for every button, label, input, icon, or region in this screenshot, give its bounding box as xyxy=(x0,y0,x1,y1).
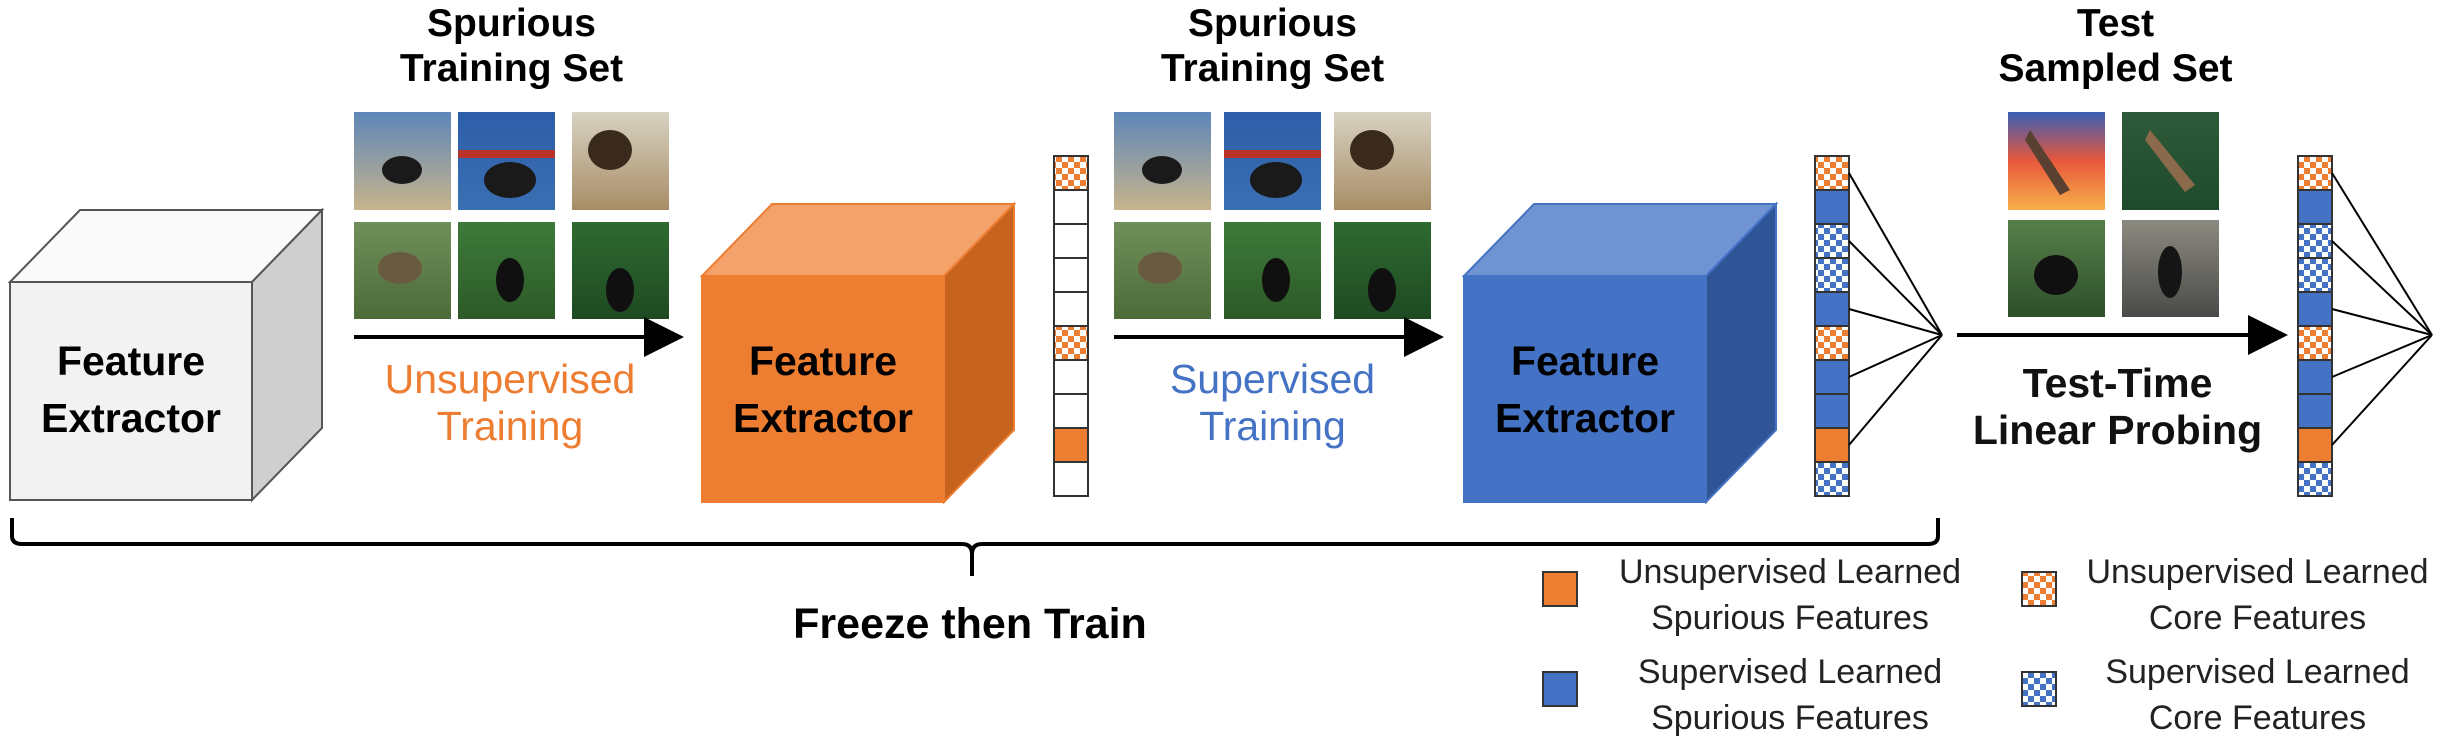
legend-swatches xyxy=(1542,571,2057,707)
feature-extractor-cube-unsupervised xyxy=(699,201,1017,505)
freeze-brace xyxy=(10,518,1940,576)
vector-unsupervised-cell xyxy=(1053,257,1089,293)
feature-vector-supervised xyxy=(1814,155,1850,497)
vector-unsupervised-cell xyxy=(1053,393,1089,429)
legend-swatch-orange-solid xyxy=(1542,571,1578,607)
legend-1-line1: Unsupervised Learned xyxy=(1618,553,1962,591)
brace-label: Freeze then Train xyxy=(793,600,1147,648)
set-title-3: Test Sampled Set xyxy=(1988,2,2243,92)
legend-1-line2: Spurious Features xyxy=(1651,598,1929,637)
legend-4-line2: Core Features xyxy=(2148,698,2367,737)
vector-test-cell xyxy=(2297,223,2333,259)
probe1-line xyxy=(1848,334,1943,378)
feature-vector-unsupervised xyxy=(1053,155,1089,497)
vector-unsupervised-cell xyxy=(1053,427,1089,463)
arrow-label-supervised: Supervised Training xyxy=(1100,356,1445,450)
arrow-label-test-time-line2: Linear Probing xyxy=(1972,407,2263,454)
vector-test-cell xyxy=(2297,257,2333,293)
vector-unsupervised-cell xyxy=(1053,189,1089,225)
set-title-1-line1: Spurious xyxy=(426,2,596,45)
probe2-line xyxy=(2331,308,2433,336)
vector-test-cell xyxy=(2297,189,2333,225)
linear-probe-lines-2 xyxy=(2331,172,2433,446)
legend-swatch-orange-checker xyxy=(2021,571,2057,607)
vector-unsupervised-cell xyxy=(1053,461,1089,497)
linear-probe-lines-1 xyxy=(1848,172,1943,446)
legend-text-2: Unsupervised Learned Core Features xyxy=(2065,550,2450,642)
feature-extractor-cube-supervised xyxy=(1461,201,1779,505)
vector-supervised-cell xyxy=(1814,393,1850,429)
vector-unsupervised-cell xyxy=(1053,223,1089,259)
cube3-label-line1: Feature xyxy=(1510,338,1660,384)
vector-supervised-cell xyxy=(1814,223,1850,259)
set-title-3-line2: Sampled Set xyxy=(1998,46,2233,90)
arrow-label-unsupervised-line2: Training xyxy=(436,403,584,450)
legend-text-4: Supervised Learned Core Features xyxy=(2065,650,2450,742)
arrow-label-supervised-line1: Supervised xyxy=(1169,356,1376,402)
legend-3-line2: Spurious Features xyxy=(1651,698,1929,737)
probe2-line xyxy=(2331,334,2433,446)
legend-2-line2: Core Features xyxy=(2148,598,2367,637)
probe2-line xyxy=(2331,172,2433,336)
vector-unsupervised-cell xyxy=(1053,155,1089,191)
cube3-label-line2: Extractor xyxy=(1494,395,1675,442)
set-title-2: Spurious Training Set xyxy=(1114,2,1431,92)
vector-supervised-cell xyxy=(1814,189,1850,225)
probe2-line xyxy=(2331,334,2433,378)
vector-test-cell xyxy=(2297,325,2333,361)
set-title-1: Spurious Training Set xyxy=(354,2,669,92)
cube2-label: Feature Extractor xyxy=(702,333,944,448)
legend-2-line1: Unsupervised Learned xyxy=(2086,553,2429,591)
legend-4-line1: Supervised Learned xyxy=(2105,653,2410,691)
vector-unsupervised-cell xyxy=(1053,359,1089,395)
probe1-line xyxy=(1848,308,1943,336)
vector-test-cell xyxy=(2297,427,2333,463)
vector-supervised-cell xyxy=(1814,461,1850,497)
arrow-label-supervised-line2: Training xyxy=(1199,403,1346,450)
vector-test-cell xyxy=(2297,359,2333,395)
vector-supervised-cell xyxy=(1814,291,1850,327)
legend-swatch-blue-solid xyxy=(1542,671,1578,707)
legend-text-1: Unsupervised Learned Spurious Features xyxy=(1590,550,1990,642)
vector-supervised-cell xyxy=(1814,325,1850,361)
arrow-label-unsupervised-line1: Unsupervised xyxy=(384,356,636,402)
probe1-line xyxy=(1848,172,1943,336)
cube3-label: Feature Extractor xyxy=(1464,333,1706,448)
arrow-label-unsupervised: Unsupervised Training xyxy=(340,356,680,450)
feature-vector-test xyxy=(2297,155,2333,497)
set-title-2-line1: Spurious xyxy=(1187,2,1357,45)
legend-swatch-blue-checker xyxy=(2021,671,2057,707)
cube2-label-line2: Extractor xyxy=(732,395,913,442)
probe2-line xyxy=(2331,240,2433,336)
vector-supervised-cell xyxy=(1814,359,1850,395)
vector-unsupervised-cell xyxy=(1053,291,1089,327)
legend-text-3: Supervised Learned Spurious Features xyxy=(1590,650,1990,742)
vector-test-cell xyxy=(2297,155,2333,191)
vector-test-cell xyxy=(2297,461,2333,497)
vector-test-cell xyxy=(2297,393,2333,429)
probe1-line xyxy=(1848,240,1943,336)
arrow-label-test-time-line1: Test-Time xyxy=(2022,360,2213,406)
vector-supervised-cell xyxy=(1814,427,1850,463)
set-title-3-line1: Test xyxy=(2076,2,2155,45)
cube1-label: Feature Extractor xyxy=(10,333,252,448)
probe1-line xyxy=(1848,334,1943,446)
legend-3-line1: Supervised Learned xyxy=(1637,653,1943,691)
spurious-training-images-1 xyxy=(354,112,669,319)
set-title-1-line2: Training Set xyxy=(399,46,624,90)
feature-extractor-cube-untrained xyxy=(7,207,325,503)
spurious-training-images-2 xyxy=(1114,112,1431,319)
test-sampled-images xyxy=(2008,112,2219,317)
vector-test-cell xyxy=(2297,291,2333,327)
vector-supervised-cell xyxy=(1814,257,1850,293)
cube2-label-line1: Feature xyxy=(748,338,898,384)
arrow-label-test-time: Test-Time Linear Probing xyxy=(1950,360,2285,454)
vector-unsupervised-cell xyxy=(1053,325,1089,361)
cube1-label-line2: Extractor xyxy=(40,395,221,442)
cube1-label-line1: Feature xyxy=(56,338,206,384)
vector-supervised-cell xyxy=(1814,155,1850,191)
set-title-2-line2: Training Set xyxy=(1160,46,1385,90)
